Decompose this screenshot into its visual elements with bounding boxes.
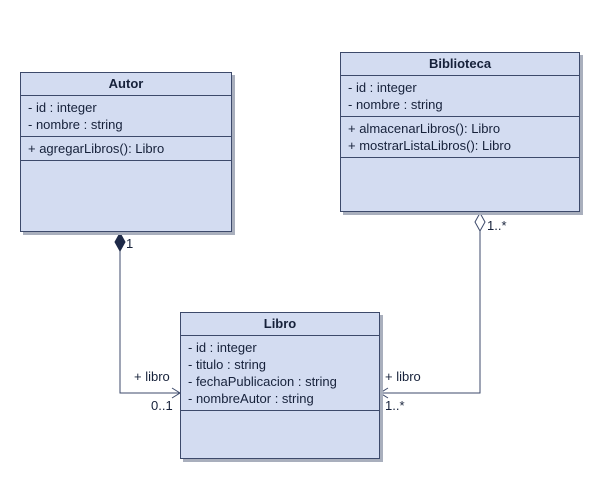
empty-section-autor xyxy=(21,161,231,167)
empty-section-libro xyxy=(181,411,379,417)
role-label-autor-libro: + libro xyxy=(134,369,170,384)
operation-row: + mostrarListaLibros(): Libro xyxy=(348,138,511,153)
role-label-biblioteca-libro: + libro xyxy=(385,369,421,384)
multiplicity-libro-end-left: 0..1 xyxy=(151,398,173,413)
attribute-row: - titulo : string xyxy=(188,357,267,372)
operation-row: + agregarLibros(): Libro xyxy=(28,141,165,156)
multiplicity-biblioteca-end: 1..* xyxy=(487,218,507,233)
class-name-libro: Libro xyxy=(181,313,379,336)
class-name-biblioteca: Biblioteca xyxy=(341,53,579,76)
operation-row: + almacenarLibros(): Libro xyxy=(348,121,501,136)
arrowhead-libro-left xyxy=(171,387,181,399)
multiplicity-libro-end-right: 1..* xyxy=(385,398,405,413)
attributes-section-autor: - id : integer - nombre : string xyxy=(21,96,231,137)
operations-section-biblioteca: + almacenarLibros(): Libro + mostrarList… xyxy=(341,117,579,158)
arrowhead-libro-right xyxy=(379,387,389,399)
composition-diamond xyxy=(114,231,126,253)
multiplicity-autor-end: 1 xyxy=(126,236,134,251)
attribute-row: - id : integer xyxy=(188,340,257,355)
class-name-autor: Autor xyxy=(21,73,231,96)
class-libro[interactable]: Libro - id : integer - titulo : string -… xyxy=(180,312,380,459)
attribute-row: - nombre : string xyxy=(348,97,443,112)
class-autor[interactable]: Autor - id : integer - nombre : string +… xyxy=(20,72,232,232)
operations-section-autor: + agregarLibros(): Libro xyxy=(21,137,231,161)
empty-section-biblioteca xyxy=(341,158,579,164)
attributes-section-libro: - id : integer - titulo : string - fecha… xyxy=(181,336,379,411)
class-biblioteca[interactable]: Biblioteca - id : integer - nombre : str… xyxy=(340,52,580,212)
aggregation-diamond xyxy=(474,211,486,233)
attribute-row: - nombre : string xyxy=(28,117,123,132)
attribute-row: - nombreAutor : string xyxy=(188,391,314,406)
attributes-section-biblioteca: - id : integer - nombre : string xyxy=(341,76,579,117)
attribute-row: - fechaPublicacion : string xyxy=(188,374,337,389)
attribute-row: - id : integer xyxy=(28,100,97,115)
attribute-row: - id : integer xyxy=(348,80,417,95)
